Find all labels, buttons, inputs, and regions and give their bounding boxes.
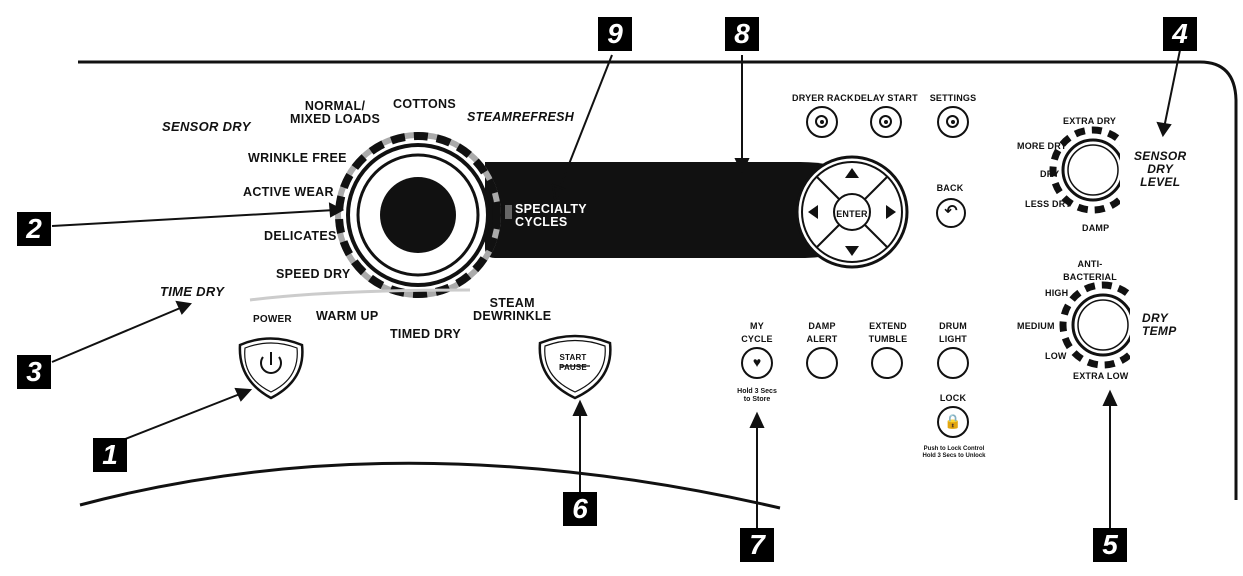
callout-1: 1 — [93, 438, 127, 472]
padlock-icon: 🔒 — [944, 413, 962, 429]
extend-tumble-button[interactable] — [871, 347, 903, 379]
callout-6: 6 — [563, 492, 597, 526]
dryer-rack-label: DRYER RACK — [792, 93, 854, 103]
damp-alert-label: DAMP ALERT — [806, 321, 838, 344]
lock-note: Push to Lock Control Hold 3 Secs to Unlo… — [922, 446, 986, 459]
time-dry-arc — [249, 288, 471, 302]
label-wrinkle-free: WRINKLE FREE — [248, 151, 347, 165]
extra-dry-label: EXTRA DRY — [1063, 116, 1117, 126]
arrow-up-icon — [845, 168, 859, 178]
callout-8: 8 — [725, 17, 759, 51]
start-pause-label[interactable]: START PAUSE — [559, 353, 587, 372]
dryer-rack-button[interactable] — [806, 106, 838, 138]
label-active-wear: ACTIVE WEAR — [243, 185, 334, 199]
knob-indicator-ring — [335, 132, 501, 298]
low-label: LOW — [1045, 351, 1067, 361]
arrow-left-icon — [808, 205, 818, 219]
callout-5: 5 — [1093, 528, 1127, 562]
power-label: POWER — [253, 314, 292, 325]
power-button — [238, 337, 304, 400]
delay-start-button[interactable] — [870, 106, 902, 138]
navigation-pad[interactable] — [795, 155, 909, 269]
lock-label: LOCK — [939, 393, 967, 403]
delay-start-label: DELAY START — [854, 93, 918, 103]
back-arrow-icon: ↶ — [944, 203, 958, 220]
label-specialty-cycles: SPECIALTY CYCLES — [515, 202, 587, 229]
panel-bottom-curve — [79, 461, 781, 510]
callout-3: 3 — [17, 355, 51, 389]
extend-tumble-label: EXTEND TUMBLE — [868, 321, 908, 344]
start-pause-button — [538, 334, 612, 400]
damp-alert-button[interactable] — [806, 347, 838, 379]
label-normal-mixed-loads: NORMAL/ MIXED LOADS — [290, 99, 381, 126]
my-cycle-note: Hold 3 Secs to Store — [737, 388, 777, 403]
label-time-dry: TIME DRY — [160, 284, 225, 299]
heart-icon: ♥ — [752, 354, 762, 370]
label-timed-dry: TIMED DRY — [390, 327, 461, 341]
label-steam-dewrinkle: STEAM DEWRINKLE — [473, 296, 552, 323]
lock-button[interactable]: 🔒 — [937, 406, 969, 438]
dry-temp-title: DRY TEMP — [1142, 311, 1177, 338]
sensor-dry-level-title: SENSOR DRY LEVEL — [1134, 149, 1187, 189]
dry-label: DRY — [1040, 169, 1060, 179]
display-window — [485, 162, 870, 258]
drum-light-label: DRUM LIGHT — [939, 321, 967, 344]
anti-bacterial-label: ANTI- BACTERIAL — [1063, 259, 1117, 282]
settings-label: SETTINGS — [929, 93, 977, 103]
high-label: HIGH — [1045, 288, 1069, 298]
dry-temp-knob[interactable] — [1059, 278, 1180, 373]
more-dry-label: MORE DRY — [1017, 141, 1067, 151]
enter-label[interactable]: ENTER — [836, 209, 868, 219]
label-warm-up: WARM UP — [316, 309, 379, 323]
arrow-right-icon — [886, 205, 896, 219]
label-delicates: DELICATES — [264, 229, 337, 243]
power-icon — [260, 356, 282, 374]
callout-7: 7 — [740, 528, 774, 562]
label-cottons: COTTONS — [393, 97, 456, 111]
arrow-down-icon — [845, 246, 859, 256]
my-cycle-label: MY CYCLE — [741, 321, 773, 344]
my-cycle-button[interactable]: ♥ — [741, 347, 773, 379]
back-button[interactable]: ↶ — [936, 198, 966, 228]
sensor-dry-level-knob[interactable] — [1049, 120, 1170, 220]
less-dry-label: LESS DRY — [1025, 199, 1072, 209]
drum-light-button[interactable] — [937, 347, 969, 379]
callout-2: 2 — [17, 212, 51, 246]
callout-arrows — [51, 49, 1181, 535]
cycle-knob[interactable] — [335, 132, 501, 298]
back-label: BACK — [936, 183, 964, 193]
panel-top-edge — [78, 60, 1238, 500]
extra-low-label: EXTRA LOW — [1073, 371, 1129, 381]
settings-button[interactable] — [937, 106, 969, 138]
specialty-indicator — [505, 205, 512, 219]
label-speed-dry: SPEED DRY — [276, 267, 351, 281]
callout-4: 4 — [1163, 17, 1197, 51]
label-sensor-dry: SENSOR DRY — [162, 119, 251, 134]
callout-9: 9 — [598, 17, 632, 51]
medium-label: MEDIUM — [1017, 321, 1055, 331]
label-steam-refresh: STEAMREFRESH — [467, 110, 575, 124]
damp-label: DAMP — [1082, 223, 1110, 233]
